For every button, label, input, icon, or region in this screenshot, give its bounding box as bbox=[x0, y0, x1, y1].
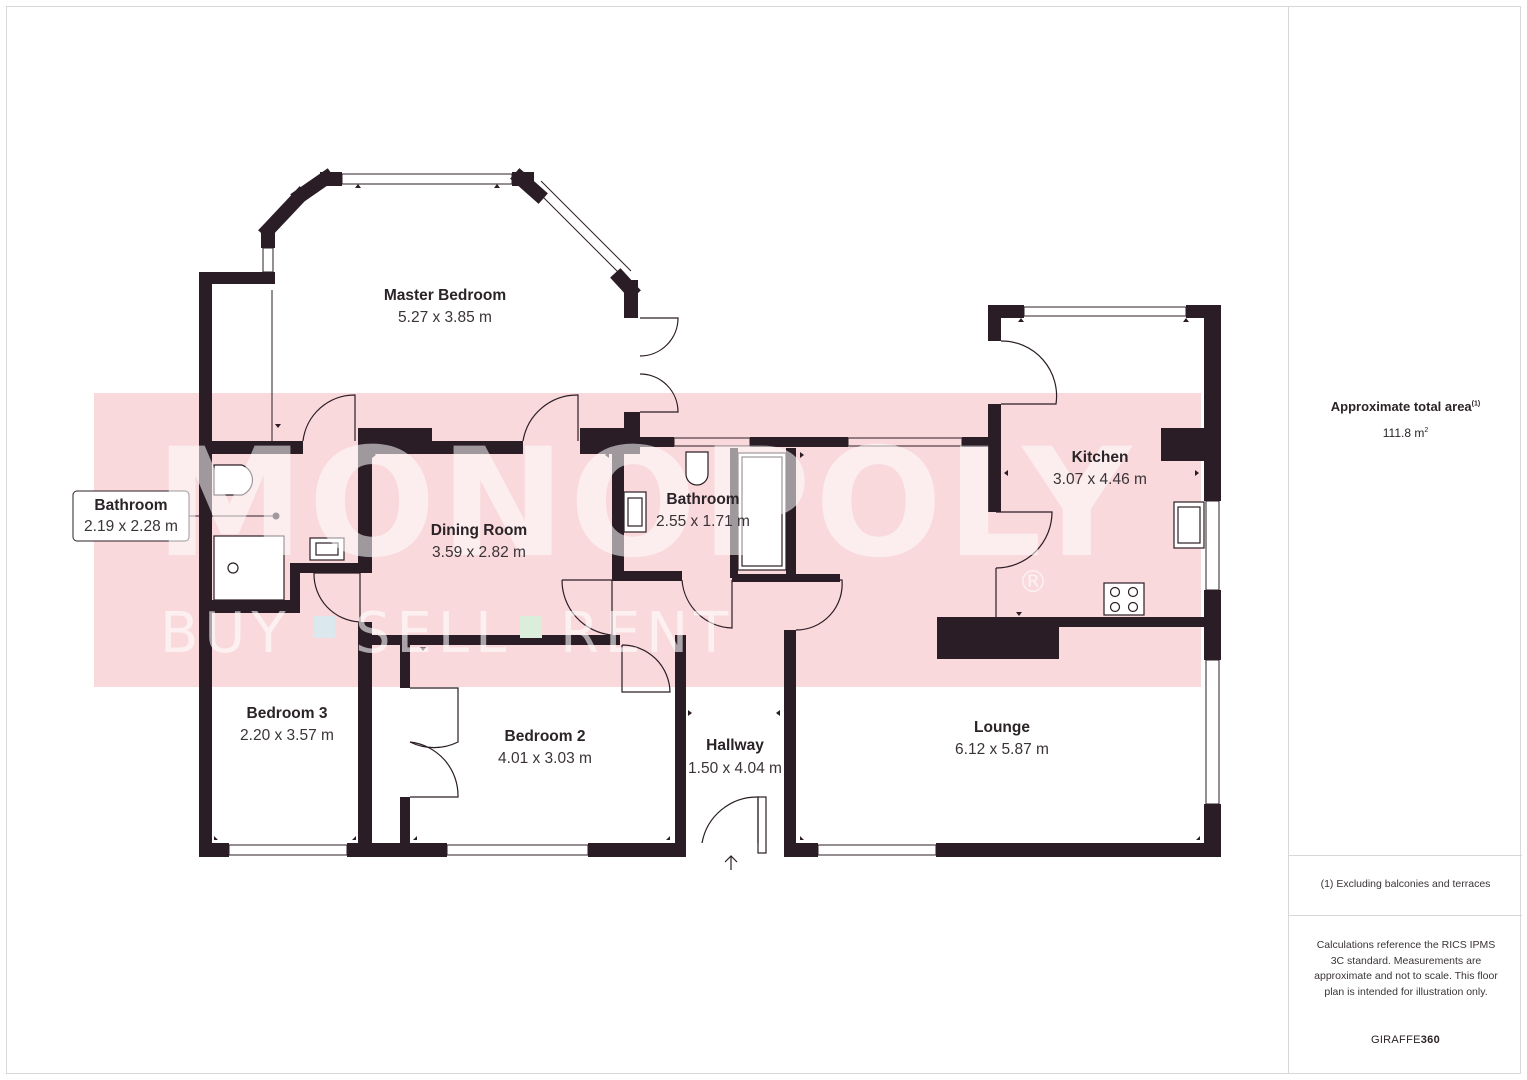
total-area-value: 111.8 m2 bbox=[1289, 426, 1522, 440]
dimension-ticks bbox=[214, 184, 1200, 840]
disclaimer-text: Calculations reference the RICS IPMS 3C … bbox=[1314, 939, 1498, 998]
room-bedroom2-dim: 4.01 x 3.03 m bbox=[498, 750, 592, 767]
windows bbox=[228, 173, 1220, 856]
room-bedroom3-dim: 2.20 x 3.57 m bbox=[240, 727, 334, 744]
room-hallway-dim: 1.50 x 4.04 m bbox=[688, 760, 782, 777]
room-bedroom3-name: Bedroom 3 bbox=[247, 705, 328, 722]
room-bathroom-main-dim: 2.55 x 1.71 m bbox=[656, 513, 750, 530]
room-bedroom2-name: Bedroom 2 bbox=[505, 728, 586, 745]
floor-plan: MONOPOLY ® BUY SELL RENT Master Bedroom … bbox=[72, 168, 1221, 870]
giraffe360-logo: GIRAFFE360 bbox=[1289, 1034, 1522, 1046]
room-dining-room-name: Dining Room bbox=[431, 522, 527, 539]
watermark-square-2 bbox=[520, 616, 542, 638]
total-area-footnote-ref: (1) bbox=[1471, 400, 1481, 408]
total-area-title-text: Approximate total area bbox=[1330, 399, 1472, 414]
panel-divider-1 bbox=[1289, 855, 1522, 856]
area-footnote: (1) Excluding balconies and terraces bbox=[1320, 878, 1491, 890]
room-hallway-name: Hallway bbox=[706, 737, 764, 754]
room-dining-room-dim: 3.59 x 2.82 m bbox=[432, 544, 526, 561]
room-lounge-dim: 6.12 x 5.87 m bbox=[955, 741, 1049, 758]
watermark-square-1 bbox=[313, 616, 335, 638]
total-area-unit-power: 2 bbox=[1424, 427, 1429, 434]
brand-suffix: 360 bbox=[1420, 1034, 1441, 1046]
fixtures bbox=[213, 451, 1205, 616]
room-bathroom-ensuite-name: Bathroom bbox=[94, 497, 167, 514]
diagonal-walls bbox=[258, 168, 641, 300]
panel-divider-2 bbox=[1289, 915, 1522, 916]
room-master-bedroom-dim: 5.27 x 3.85 m bbox=[398, 309, 492, 326]
entrance-arrow-icon bbox=[724, 855, 738, 870]
room-bathroom-main-name: Bathroom bbox=[666, 491, 739, 508]
room-master-bedroom-name: Master Bedroom bbox=[384, 287, 506, 304]
room-bathroom-ensuite-dim: 2.19 x 2.28 m bbox=[84, 518, 178, 535]
total-area-number: 111.8 m bbox=[1382, 426, 1425, 440]
ensuite-callout-dot bbox=[272, 512, 280, 520]
hob-rings bbox=[1109, 586, 1139, 613]
doors bbox=[302, 317, 1058, 854]
room-lounge-name: Lounge bbox=[974, 719, 1030, 736]
watermark-registered: ® bbox=[1018, 565, 1048, 600]
watermark-tagline-buy: BUY bbox=[160, 601, 292, 666]
watermark-brand: MONOPOLY bbox=[155, 417, 1135, 591]
watermark-tagline-rent: RENT bbox=[560, 601, 734, 666]
brand-prefix: GIRAFFE bbox=[1370, 1034, 1421, 1046]
room-kitchen-name: Kitchen bbox=[1072, 449, 1129, 466]
watermark-tagline-sell: SELL bbox=[355, 601, 512, 666]
plan-sheet bbox=[6, 6, 1521, 1074]
total-area-title: Approximate total area(1) bbox=[1289, 399, 1522, 414]
room-kitchen-dim: 3.07 x 4.46 m bbox=[1053, 471, 1147, 488]
info-panel: Approximate total area(1) 111.8 m2 (1) E… bbox=[1288, 6, 1522, 1074]
